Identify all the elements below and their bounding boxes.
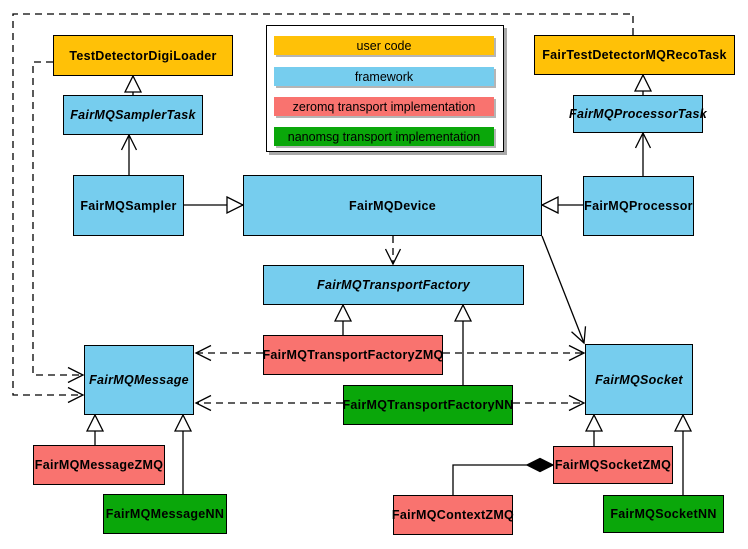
node-fairmqsampler: FairMQSampler <box>73 175 184 236</box>
composition-diamond-icon <box>525 457 555 473</box>
edge-contextzmq-socketzmq <box>452 464 527 495</box>
node-fairmqdevice: FairMQDevice <box>243 175 542 236</box>
node-fairmqtransportfactoryzmq: FairMQTransportFactoryZMQ <box>262 335 443 375</box>
node-testdetectordigiloader: TestDetectorDigiLoader <box>53 35 233 76</box>
edge-device-socket <box>541 235 587 345</box>
legend-item-zeromq: zeromq transport implementation <box>274 97 494 116</box>
legend-item-nanomsg: nanomsg transport implementation <box>274 127 494 146</box>
node-fairmqtransportfactory: FairMQTransportFactory <box>263 265 524 305</box>
node-fairmqsocketzmq: FairMQSocketZMQ <box>553 446 673 484</box>
node-fairmqsocketnn: FairMQSocketNN <box>603 495 724 533</box>
legend-item-user-code: user code <box>274 36 494 55</box>
node-fairmqprocessortask: FairMQProcessorTask <box>569 95 707 133</box>
node-fairmqmessagezmq: FairMQMessageZMQ <box>33 445 165 485</box>
node-fairmqprocessor: FairMQProcessor <box>583 176 694 236</box>
edge-recotask-message <box>12 13 634 404</box>
node-fairmqsamplertask: FairMQSamplerTask <box>63 95 203 135</box>
node-fairmqtransportfactorynn: FairMQTransportFactoryNN <box>342 385 513 425</box>
node-fairmqmessage: FairMQMessage <box>84 345 194 415</box>
node-fairmqcontextzmq: FairMQContextZMQ <box>392 495 514 535</box>
legend: user code framework zeromq transport imp… <box>266 25 504 152</box>
node-fairtestdetectormqrecotask: FairTestDetectorMQRecoTask <box>534 35 735 75</box>
node-fairmqmessagenn: FairMQMessageNN <box>103 494 227 534</box>
legend-item-framework: framework <box>274 67 494 86</box>
node-fairmqsocket: FairMQSocket <box>585 344 693 415</box>
